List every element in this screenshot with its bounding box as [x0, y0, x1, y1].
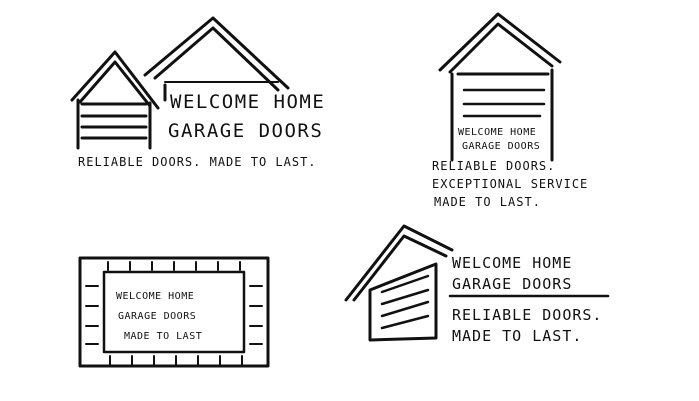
- concept2-tagline-3: Made to last.: [434, 195, 541, 209]
- concept2-title-line1: Welcome Home: [458, 127, 537, 138]
- concept3-frame-icon: [78, 256, 270, 368]
- concept2-tagline-2: Exceptional Service: [432, 177, 589, 191]
- concept4-title-line1: Welcome Home: [452, 254, 573, 272]
- concept1-title-line2: Garage Doors: [168, 120, 324, 142]
- concept3-title-line1: Welcome Home: [116, 291, 195, 302]
- concept2-title-line2: Garage Doors: [462, 141, 541, 152]
- concept4-tagline-2: Made to last.: [452, 327, 583, 345]
- concept3-tagline: Made to last: [124, 331, 203, 342]
- concept3-title-line2: Garage Doors: [118, 311, 197, 322]
- concept4-tagline-1: Reliable doors.: [452, 306, 603, 324]
- concept4-house-icon: [344, 224, 610, 342]
- concept1-houses-icon: [70, 16, 290, 150]
- concept1-title-line1: Welcome Home: [170, 91, 326, 113]
- concept1-tagline: Reliable doors. Made to last.: [78, 155, 317, 169]
- concept2-tagline-1: Reliable doors.: [432, 159, 556, 173]
- concept4-title-line2: Garage Doors: [452, 275, 573, 293]
- concept2-house-icon: [438, 12, 562, 162]
